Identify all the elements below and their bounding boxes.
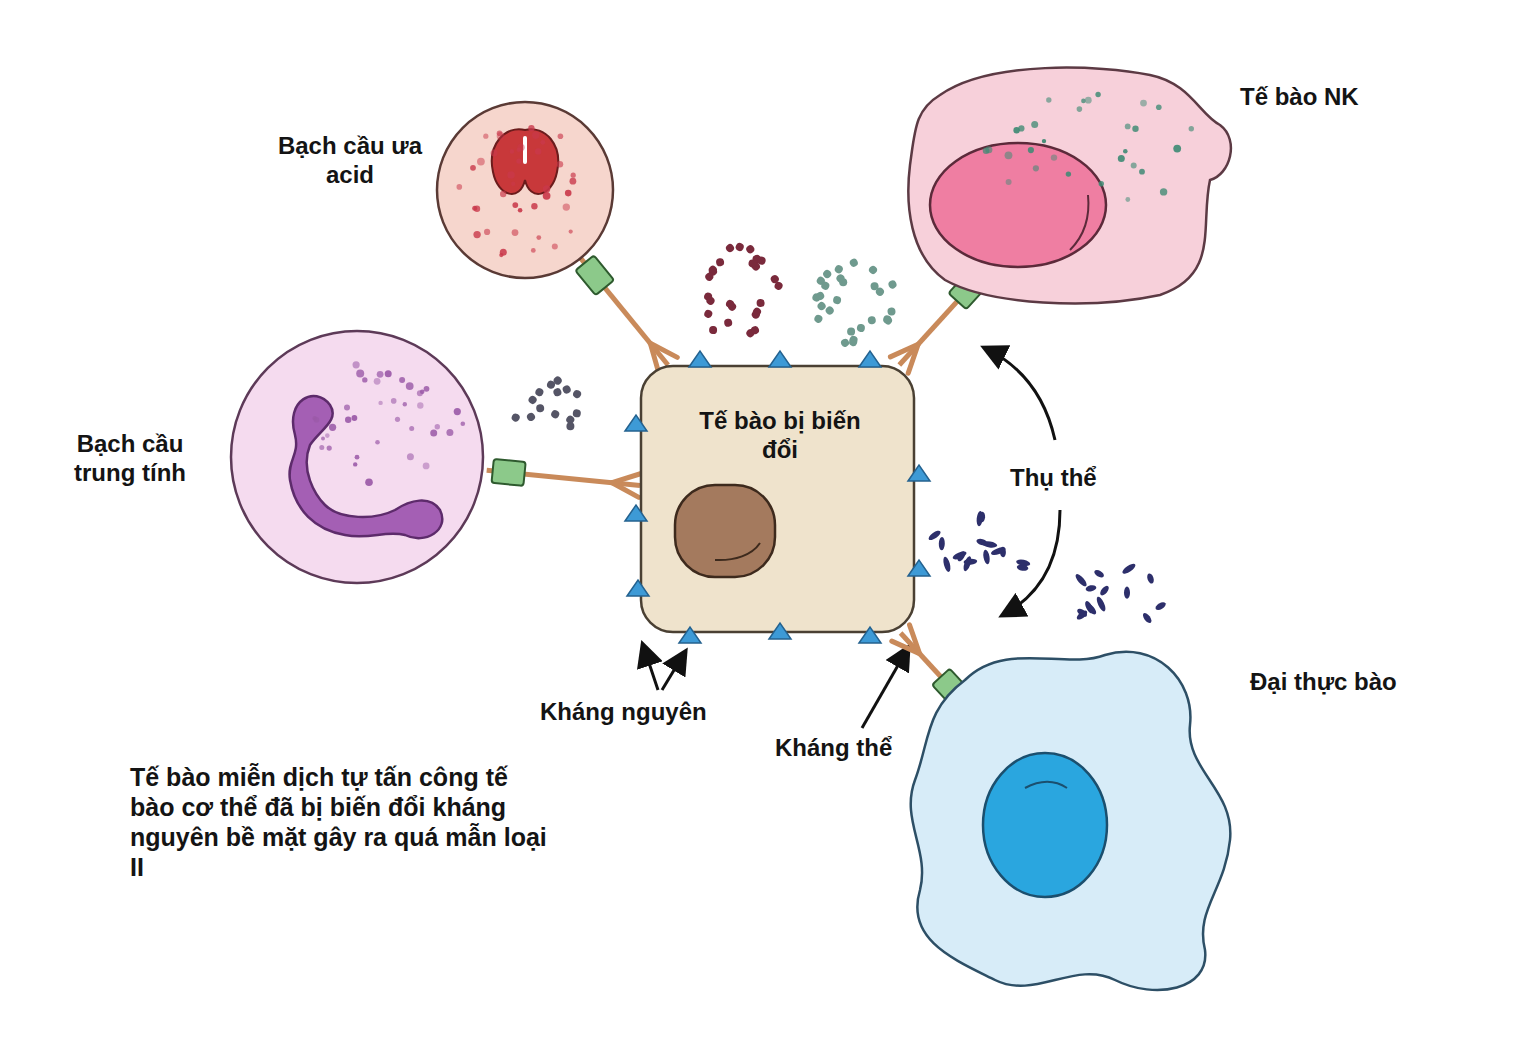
cell-outline <box>225 330 490 585</box>
pointer-arrow <box>662 652 685 690</box>
cell-name: Đại thực bào <box>1250 668 1397 697</box>
cell-outline <box>435 100 615 280</box>
cell-name: Tế bào bị biến đổi <box>695 407 865 465</box>
cell-name: Bạch cầu trung tính <box>45 430 215 488</box>
immune-cell: Tế bào NK <box>900 55 1235 305</box>
part-label: Thụ thể <box>1010 464 1097 493</box>
immune-cell: Tế bào bị biến đổi <box>640 365 915 633</box>
immune-cell: Bạch cầu ưa acid <box>435 100 615 280</box>
pointer-arrow <box>643 645 658 690</box>
part-label: Kháng nguyên <box>540 698 707 727</box>
cell-name: Bạch cầu ưa acid <box>270 132 430 190</box>
caption-text: Tế bào miễn dịch tự tấn công tế bào cơ t… <box>130 762 555 882</box>
immune-cell: Bạch cầu trung tính <box>225 330 490 585</box>
antibody-receptor-link <box>575 255 677 372</box>
pointer-arrow <box>1003 510 1060 615</box>
cell-outline <box>900 55 1235 305</box>
cell-outline <box>640 365 915 633</box>
pointer-arrow <box>985 348 1055 440</box>
cell-outline <box>905 640 1240 1000</box>
antibody-receptor-link <box>487 459 642 498</box>
cell-name: Tế bào NK <box>1240 83 1359 112</box>
part-label: Kháng thể <box>775 734 892 763</box>
immune-cell: Đại thực bào <box>905 640 1240 1000</box>
pointer-arrow <box>862 648 908 728</box>
